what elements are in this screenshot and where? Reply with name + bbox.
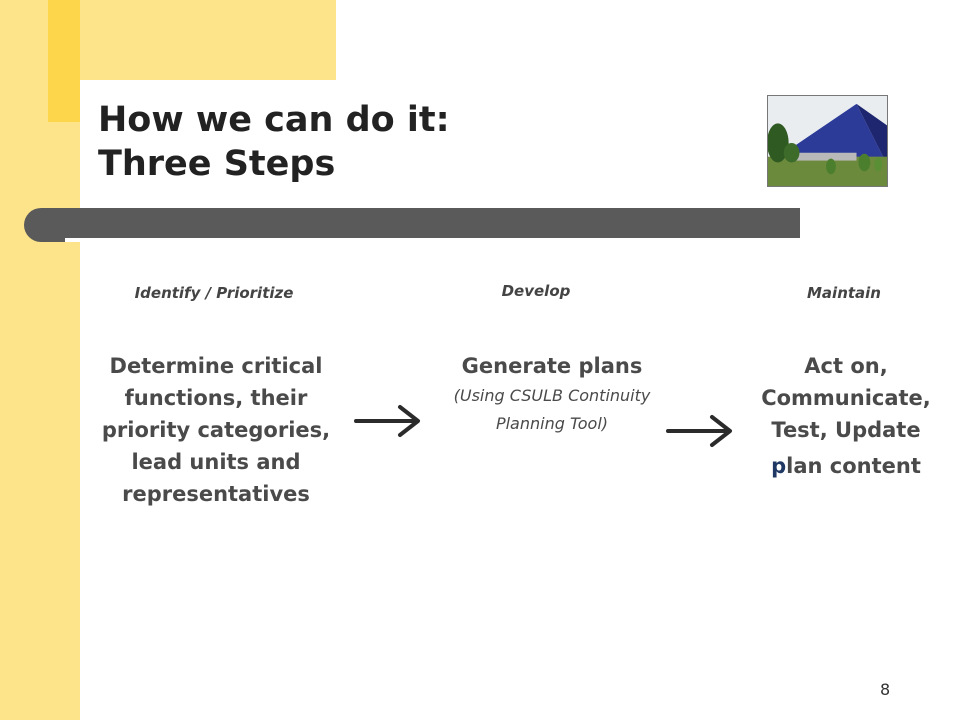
step-maintain-line-3: Test, Update (771, 418, 921, 442)
title-rule-bar (24, 208, 800, 242)
title-rule-edge (65, 238, 800, 242)
step-maintain-line-2: Communicate, (761, 386, 931, 410)
step-maintain-line-4: plan content (744, 450, 948, 482)
step-develop-sub-2: Planning Tool) (495, 414, 609, 433)
arrow-right-icon (666, 415, 732, 447)
page-number: 8 (880, 680, 891, 699)
step-maintain-line-4-rest: lan content (786, 454, 921, 478)
decor-accent-stripe (48, 0, 80, 122)
pyramid-photo (767, 95, 888, 187)
step-maintain-line-4-first: p (771, 454, 787, 478)
step-identify-text: Determine critical functions, their prio… (101, 354, 331, 506)
title-line-2: Three Steps (98, 144, 336, 184)
label-develop: Develop (501, 282, 571, 300)
label-identify: Identify / Prioritize (134, 284, 294, 302)
step-develop: Generate plans (Using CSULB Continuity P… (428, 350, 676, 438)
decor-corner (80, 80, 336, 140)
arrow-right-icon (354, 405, 420, 437)
title-line-1: How we can do it: (98, 100, 450, 140)
step-maintain-line-1: Act on, (804, 354, 888, 378)
step-identify: Determine critical functions, their prio… (90, 350, 342, 510)
step-develop-sub-1: (Using CSULB Continuity (453, 386, 651, 405)
step-develop-main: Generate plans (461, 354, 643, 378)
slide-title: How we can do it: Three Steps (98, 98, 450, 186)
label-maintain: Maintain (807, 284, 881, 302)
step-maintain: Act on, Communicate, Test, Update plan c… (744, 350, 948, 482)
